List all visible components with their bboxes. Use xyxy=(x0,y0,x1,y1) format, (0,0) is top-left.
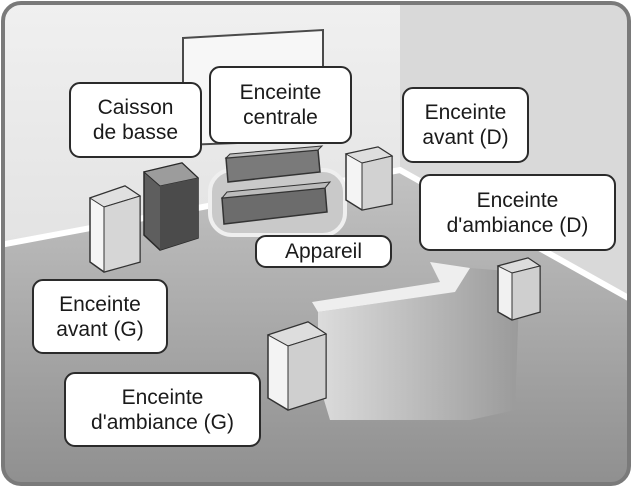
label-front-left-speaker: Enceinte avant (G) xyxy=(32,279,168,354)
label-surround-right-speaker: Enceinte d'ambiance (D) xyxy=(419,174,616,251)
label-subwoofer-line1: Caisson xyxy=(97,96,174,119)
label-subwoofer-line2: de basse xyxy=(92,121,179,144)
label-front-left-line1: Enceinte xyxy=(59,292,141,316)
label-center-line2: centrale xyxy=(243,106,318,129)
label-surround-left-speaker: Enceinte d'ambiance (G) xyxy=(64,372,261,447)
label-center-line1: Enceinte xyxy=(239,81,322,104)
label-subwoofer: Caisson de basse xyxy=(69,82,202,158)
label-front-left-line2: avant (G) xyxy=(56,317,144,341)
label-surround-left-line1: Enceinte xyxy=(121,385,204,409)
label-surround-left-line2: d'ambiance (G) xyxy=(91,410,234,434)
label-front-right-line2: avant (D) xyxy=(422,126,509,149)
label-surround-right-line2: d'ambiance (D) xyxy=(446,213,589,237)
label-device: Appareil xyxy=(255,235,392,268)
label-device-line1: Appareil xyxy=(284,240,363,263)
label-surround-right-line1: Enceinte xyxy=(476,188,559,212)
label-front-right-line1: Enceinte xyxy=(424,101,507,124)
label-center-speaker: Enceinte centrale xyxy=(209,66,352,144)
label-front-right-speaker: Enceinte avant (D) xyxy=(402,87,529,163)
sofa xyxy=(318,268,520,420)
